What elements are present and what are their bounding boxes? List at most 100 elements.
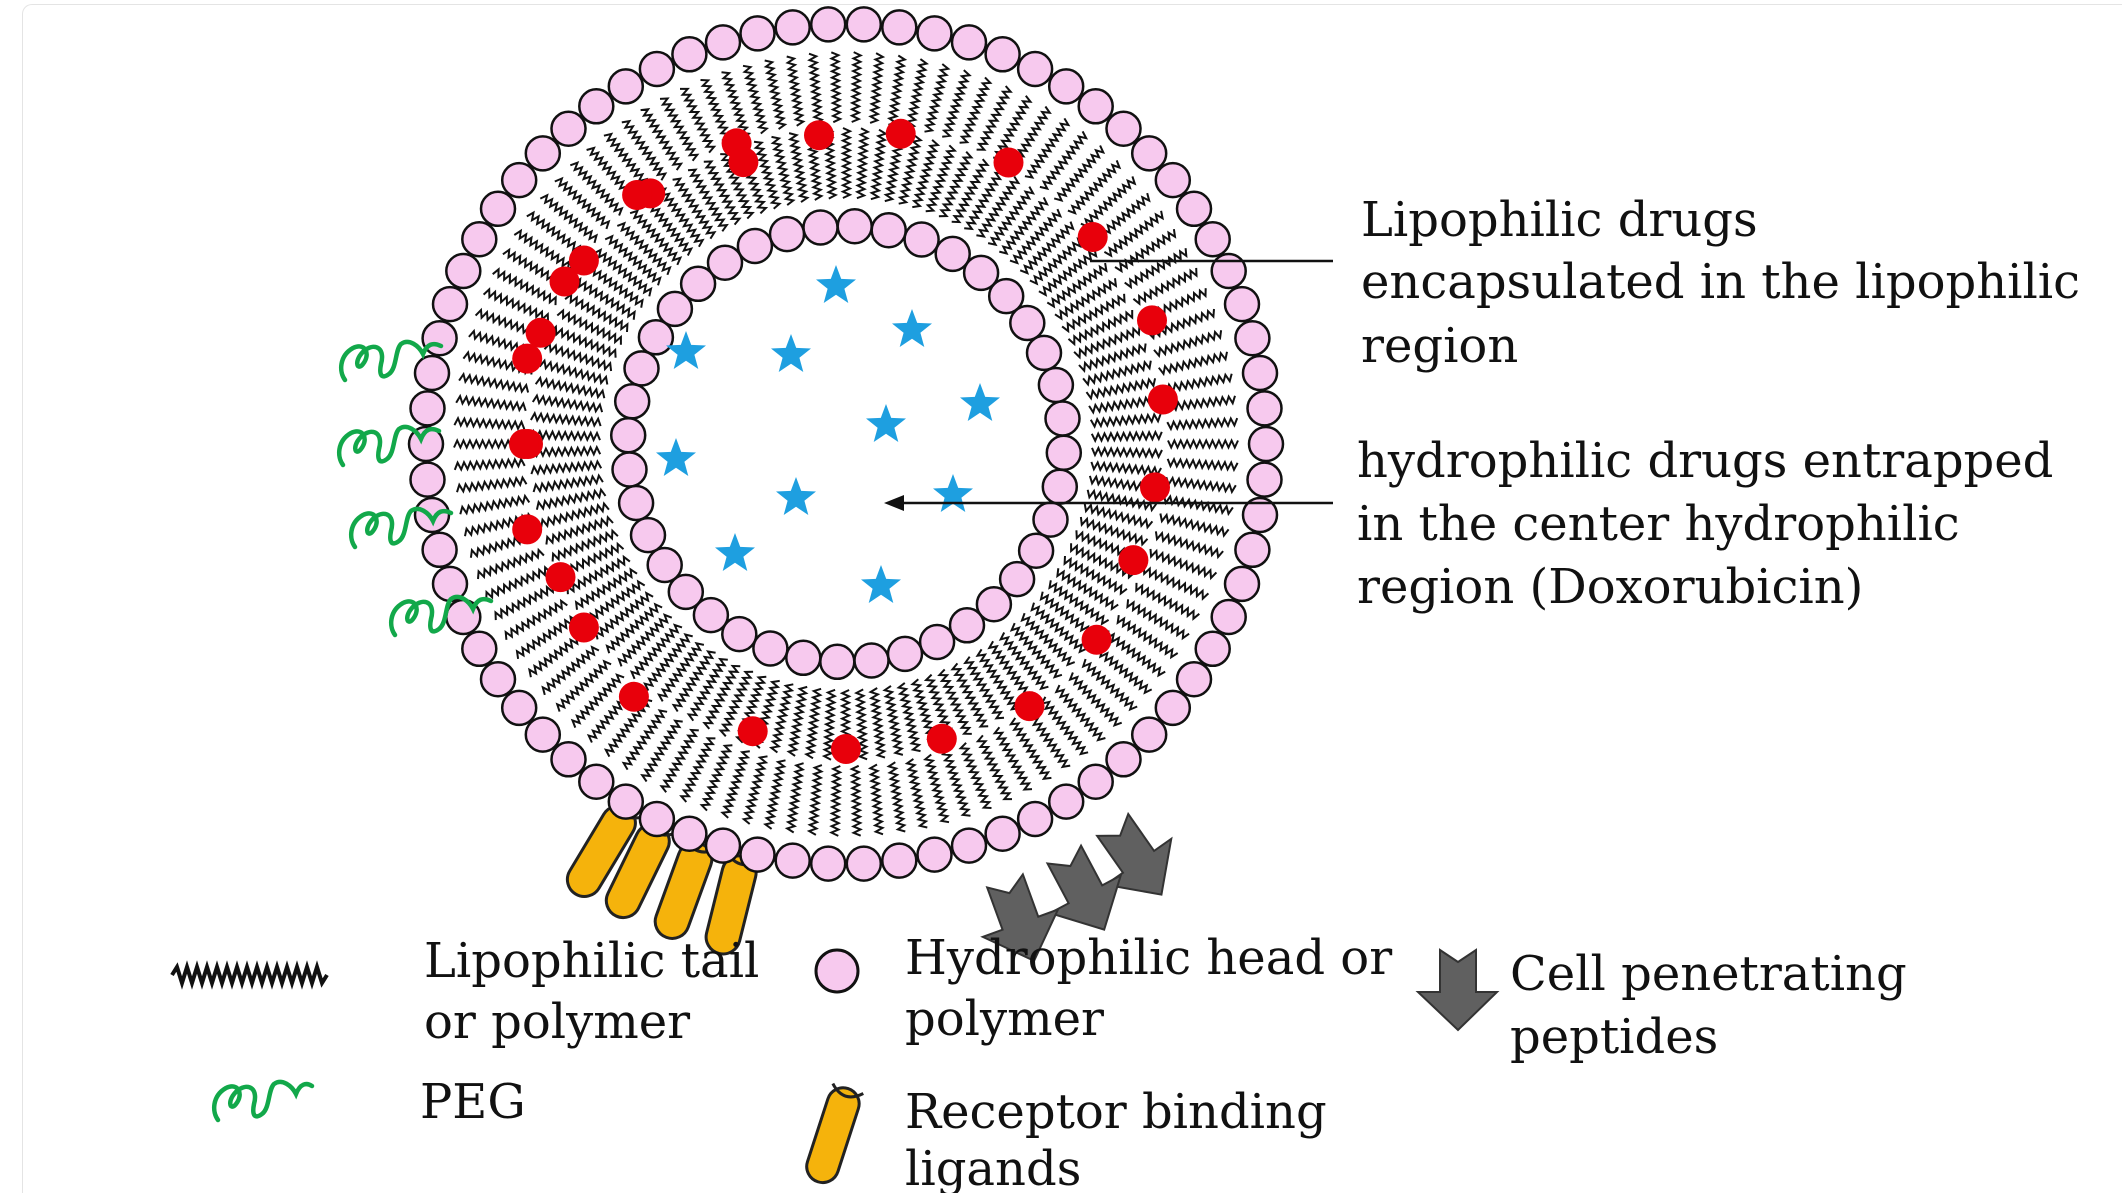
lipophilic-tail — [657, 187, 705, 248]
lipophilic-tail — [556, 308, 622, 345]
lipophilic-tail — [911, 139, 941, 209]
pink-circle-icon — [1175, 660, 1213, 698]
lipophilic-tail — [453, 415, 526, 432]
pink-circle-icon — [1025, 334, 1063, 372]
red-dot-icon — [1077, 222, 1108, 252]
lipophilic-tail — [803, 687, 823, 760]
lipophilic-tail — [998, 632, 1049, 691]
gray-down-arrow-icon — [1045, 843, 1123, 931]
orange-cylinder-icon — [805, 1082, 864, 1185]
lipophilic-tail — [1165, 475, 1237, 495]
pink-circle-icon — [479, 660, 517, 698]
pink-circle-icon — [704, 827, 742, 864]
lipophilic-tail — [659, 97, 700, 162]
pink-circle-icon — [1105, 110, 1142, 147]
lipophilic-tail — [671, 650, 716, 713]
callout-text: region — [1361, 318, 1518, 374]
red-dot-icon — [1081, 624, 1112, 655]
lipophilic-tail — [741, 755, 769, 825]
lipophilic-tail — [849, 51, 864, 123]
red-dot-icon — [993, 147, 1024, 178]
lipophilic-tail — [1081, 658, 1138, 712]
lipophilic-tail — [922, 753, 950, 824]
pink-circle-icon — [421, 319, 458, 357]
blue-star-icon — [866, 404, 906, 442]
pink-circle-icon — [607, 783, 645, 820]
blue-star-icon — [861, 565, 901, 603]
pink-circle-icon — [1017, 532, 1055, 569]
lipophilic-tail — [573, 277, 636, 320]
legend-label: polymer — [905, 991, 1104, 1047]
blue-star-icon — [776, 477, 816, 515]
red-dot-icon — [728, 147, 759, 178]
red-dot-icon — [568, 245, 599, 276]
pink-circle-icon — [1154, 161, 1192, 199]
lipophilic-tail — [564, 292, 629, 333]
legend-label: or polymer — [424, 994, 690, 1050]
lipophilic-tail — [753, 140, 782, 210]
pink-circle-icon — [948, 607, 986, 644]
pink-circle-icon — [853, 642, 890, 679]
pink-circle-icon — [984, 36, 1021, 73]
lipophilic-tail — [1061, 293, 1126, 334]
lipophilic-tail — [1166, 456, 1239, 473]
lipophilic-tail — [1158, 350, 1228, 377]
lipophilic-tail — [1046, 262, 1108, 309]
lipophilic-tail — [869, 128, 889, 201]
lipophilic-tail — [987, 640, 1035, 701]
lipophilic-tail — [941, 69, 972, 138]
pink-circle-icon — [845, 845, 883, 882]
lipophilic-tail — [951, 158, 990, 224]
lipophilic-tail — [886, 761, 907, 833]
lipophilic-tail — [643, 632, 693, 692]
pink-circle-icon — [819, 643, 856, 681]
red-dot-icon — [737, 716, 768, 747]
lipophilic-tail — [504, 598, 568, 640]
pink-circle-icon — [962, 254, 1000, 292]
pink-circle-icon — [611, 451, 648, 488]
pink-circle-icon — [617, 484, 655, 522]
pink-circle-icon — [671, 36, 708, 73]
cpp-group — [980, 811, 1173, 963]
legend-label: Hydrophilic head or — [905, 930, 1392, 986]
lipophilic-tail — [477, 547, 545, 580]
legend-label: Lipophilic tail — [424, 933, 759, 989]
pink-circle-icon — [1009, 304, 1046, 342]
lipophilic-tail — [1089, 412, 1162, 429]
lipophilic-tail — [1114, 228, 1177, 274]
lipophilic-tail — [1048, 580, 1110, 626]
lipophilic-tail — [534, 375, 606, 400]
blue-star-icon — [960, 383, 1000, 421]
lipophilic-tail — [1166, 416, 1239, 432]
cpp-arrow — [1045, 843, 1123, 931]
hydrophilic-head-layer — [407, 6, 1285, 882]
lipophilic-tail — [703, 160, 742, 226]
pink-circle-icon — [886, 635, 924, 673]
red-dot-icon — [926, 723, 957, 754]
lipophilic-tail — [640, 107, 684, 171]
pink-circle-icon — [461, 630, 498, 668]
lipophilic-tail — [1154, 530, 1224, 560]
lipophilic-tail — [621, 119, 668, 181]
pink-circle-icon — [1032, 501, 1069, 538]
pink-circle-icon — [975, 585, 1013, 623]
pink-circle-icon — [950, 24, 988, 61]
lipophilic-tail — [700, 79, 734, 146]
pink-circle-icon — [550, 110, 587, 147]
pink-circle-icon — [623, 350, 660, 387]
lipophilic-tail — [925, 144, 958, 213]
pink-circle-icon — [1045, 434, 1083, 471]
pink-circle-icon — [1210, 252, 1247, 290]
lipophilic-tail — [459, 493, 531, 516]
pink-circle-icon — [1241, 496, 1279, 534]
legend-item-cpp: Cell penetrating peptides — [1415, 946, 1907, 1065]
lipophilic-tail — [492, 267, 557, 306]
lipophilic-tail — [828, 765, 843, 837]
lipophilic-tail — [594, 591, 654, 640]
pink-circle-icon — [802, 209, 839, 246]
pink-circle-icon — [1037, 366, 1075, 404]
lipophilic-tail — [854, 127, 871, 200]
lipophilic-tail — [829, 51, 843, 124]
pink-circle-icon — [706, 244, 744, 281]
red-dot-icon — [1147, 384, 1178, 415]
